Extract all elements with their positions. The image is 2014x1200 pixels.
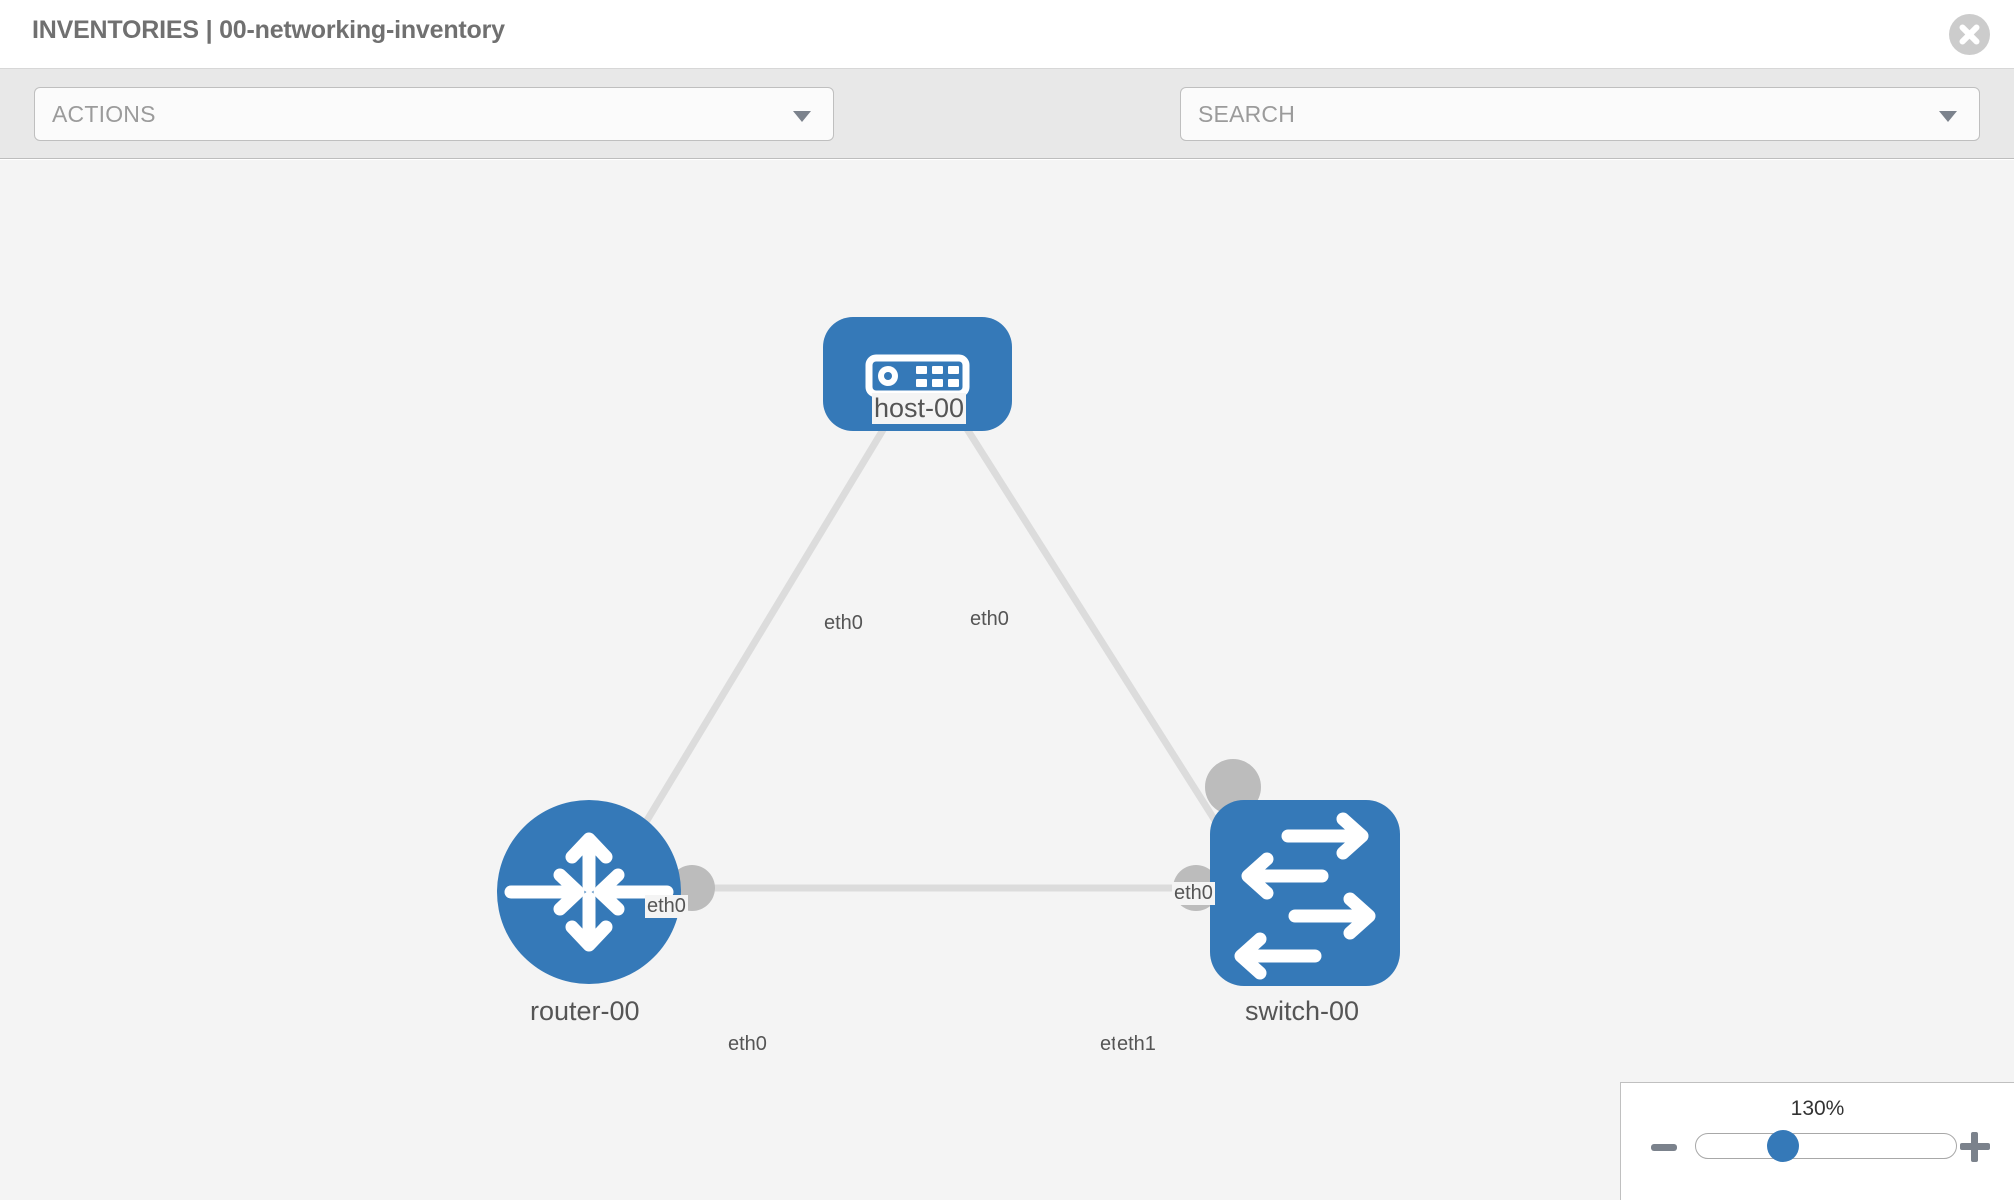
- title-bar: INVENTORIES | 00-networking-inventory: [0, 0, 2014, 69]
- zoom-slider-thumb[interactable]: [1767, 1130, 1799, 1162]
- link-host-switch: [952, 408, 1243, 862]
- page-title: INVENTORIES | 00-networking-inventory: [32, 16, 505, 44]
- edge-label-router-host: eth0: [645, 895, 688, 918]
- edge-label-router-switch: eth0: [726, 1033, 769, 1056]
- zoom-in-button[interactable]: [1960, 1132, 1990, 1162]
- host-vents: [916, 366, 959, 387]
- switch-arrows: [1234, 812, 1376, 980]
- node-switch-00: [1210, 800, 1400, 986]
- edge-label-switch-router-eth1: eth1: [1115, 1033, 1158, 1056]
- actions-dropdown-label: ACTIONS: [52, 101, 156, 127]
- chevron-down-icon: [1939, 111, 1957, 122]
- search-placeholder: SEARCH: [1198, 101, 1296, 127]
- chevron-down-icon: [793, 111, 811, 122]
- topology-connectors: [669, 377, 1261, 911]
- zoom-slider-track[interactable]: [1695, 1133, 1957, 1159]
- link-host-router: [617, 408, 898, 867]
- zoom-out-button[interactable]: [1651, 1144, 1677, 1151]
- node-label-host-00: host-00: [872, 393, 967, 424]
- close-icon[interactable]: [1949, 14, 1990, 55]
- node-router-00: [497, 800, 681, 984]
- edge-label-host-switch-source: eth0: [968, 608, 1011, 631]
- node-label-switch-00: switch-00: [1243, 996, 1362, 1027]
- topology-canvas[interactable]: host-00 router-00 switch-00 eth0 eth0 et…: [0, 160, 2014, 1200]
- node-label-router-00: router-00: [528, 996, 642, 1027]
- actions-dropdown[interactable]: ACTIONS: [34, 87, 834, 141]
- edge-label-host-router-source: eth0: [822, 612, 865, 635]
- search-input[interactable]: SEARCH: [1180, 87, 1980, 141]
- zoom-level-value: 130%: [1790, 1097, 1845, 1120]
- topology-links: [617, 408, 1243, 892]
- router-arrows: [504, 832, 674, 952]
- toolbar: ACTIONS SEARCH: [0, 69, 2014, 200]
- zoom-control-panel: 130%: [1620, 1082, 2014, 1200]
- edge-label-switch-host: eth0: [1172, 882, 1215, 905]
